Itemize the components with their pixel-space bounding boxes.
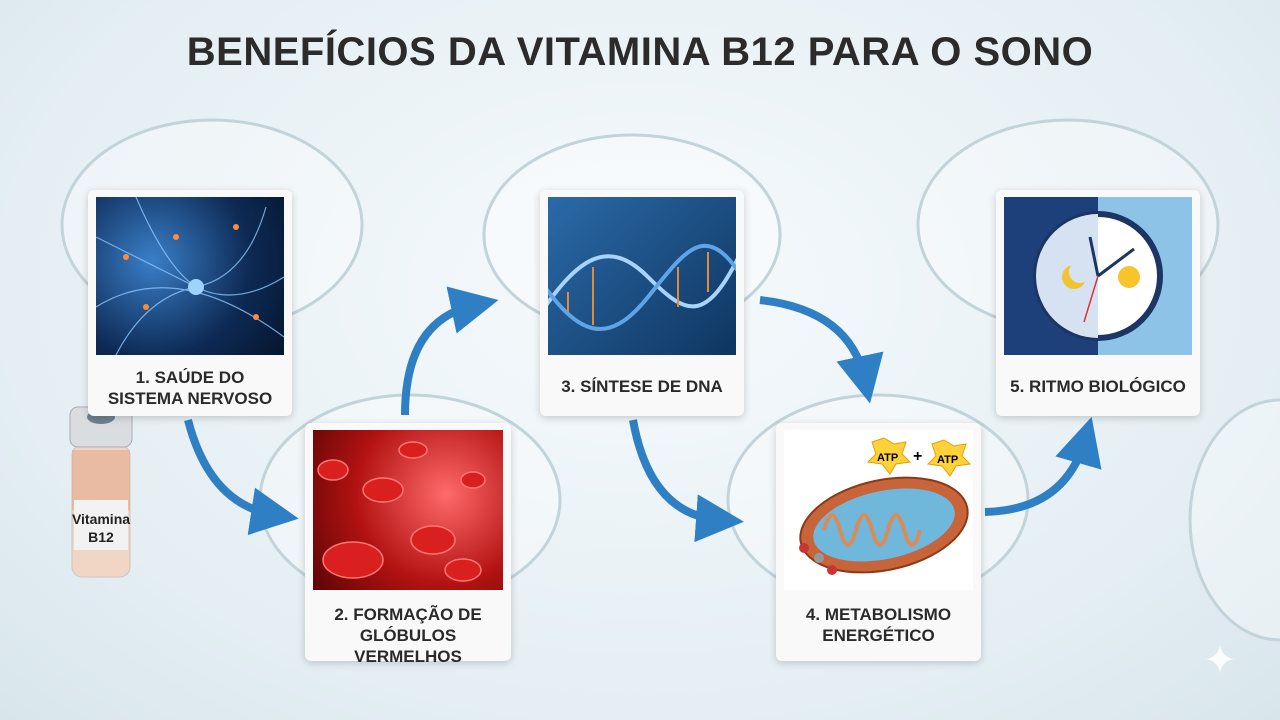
step-2-title: 2. FORMAÇÃO DE	[334, 605, 482, 624]
day-night-clock-image	[1004, 197, 1192, 355]
step-4-title: 4. METABOLISMO	[805, 605, 952, 624]
neurons-icon	[96, 197, 284, 355]
vial-label-line2: B12	[88, 529, 114, 545]
step-card-nervous-system: 1. SAÚDE DO SISTEMA NERVOSO	[88, 190, 292, 416]
step-card-dna-synthesis: 3. SÍNTESE DE DNA	[540, 190, 744, 416]
mitochondria-icon	[799, 437, 972, 575]
arrow-2-to-3	[401, 286, 499, 416]
step-2-subtitle: GLÓBULOS VERMELHOS	[354, 626, 462, 666]
step-label: 2. FORMAÇÃO DE GLÓBULOS VERMELHOS	[305, 604, 511, 667]
atp-label: ATP	[877, 452, 899, 464]
vial-label-line1: Vitamina	[71, 511, 131, 527]
mitochondria-image: ATP + ATP	[784, 430, 973, 590]
step-card-red-blood-cells: 2. FORMAÇÃO DE GLÓBULOS VERMELHOS	[305, 423, 511, 666]
step-label: 5. RITMO BIOLÓGICO	[996, 376, 1200, 397]
plus-sign: +	[913, 448, 923, 465]
step-label: 1. SAÚDE DO SISTEMA NERVOSO	[88, 367, 292, 409]
arrow-1-to-2	[184, 418, 299, 536]
step-3-title: 3. SÍNTESE DE DNA	[561, 377, 723, 396]
arrow-3-to-4	[759, 296, 884, 404]
arrow-3-to-4b	[629, 419, 744, 543]
sparkle-icon	[1206, 645, 1234, 673]
dna-helix-icon	[548, 243, 736, 331]
page-title: BENEFÍCIOS DA VITAMINA B12 PARA O SONO	[186, 30, 1094, 74]
step-1-title: 1. SAÚDE DO	[135, 368, 245, 387]
red-blood-cells-image	[313, 430, 503, 590]
step-label: 3. SÍNTESE DE DNA	[540, 376, 744, 397]
step-card-energy-metabolism: ATP + ATP 4. METABOLISMO ENERGÉTICO	[776, 423, 981, 661]
vitamin-b12-vial	[69, 406, 133, 578]
step-5-title: 5. RITMO BIOLÓGICO	[1010, 377, 1186, 396]
clock-icon	[1033, 211, 1163, 341]
red-blood-cells-icon	[317, 441, 486, 582]
step-4-subtitle: ENERGÉTICO	[822, 626, 935, 645]
neurons-image	[96, 197, 284, 355]
step-1-subtitle: SISTEMA NERVOSO	[107, 389, 273, 408]
step-card-biological-rhythm: 5. RITMO BIOLÓGICO	[996, 190, 1200, 416]
step-label: 4. METABOLISMO ENERGÉTICO	[776, 604, 981, 646]
dna-helix-image	[548, 197, 736, 355]
petri-dish	[1188, 398, 1280, 642]
arrow-4-to-5	[984, 416, 1102, 516]
atp-label: ATP	[937, 454, 959, 466]
